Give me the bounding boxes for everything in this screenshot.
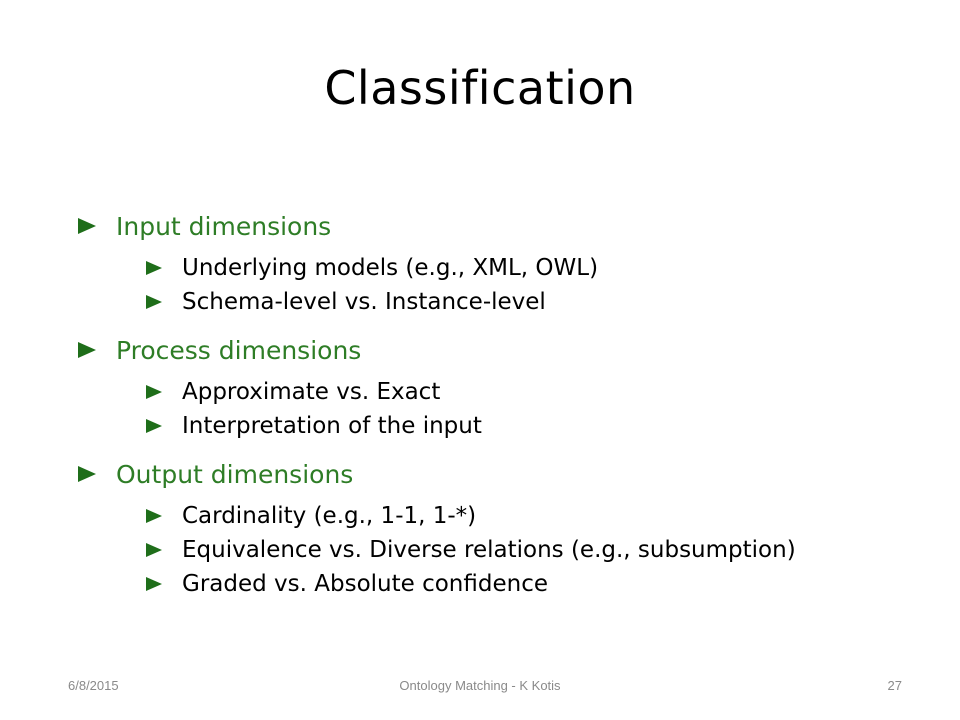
sub-bullet-list: Cardinality (e.g., 1-1, 1-*) Equivalence… bbox=[78, 499, 898, 601]
section-process-dimensions: Process dimensions Approximate vs. Exact… bbox=[78, 329, 898, 443]
section-output-dimensions: Output dimensions Cardinality (e.g., 1-1… bbox=[78, 453, 898, 601]
triangle-right-icon bbox=[78, 342, 96, 358]
bullet-item: Input dimensions bbox=[78, 205, 898, 247]
footer-title: Ontology Matching - K Kotis bbox=[399, 678, 561, 693]
bullet-heading: Output dimensions bbox=[116, 459, 354, 489]
bullet-heading: Process dimensions bbox=[116, 335, 362, 365]
sub-bullet-item: Underlying models (e.g., XML, OWL) bbox=[78, 251, 898, 285]
sub-bullet-text: Schema-level vs. Instance-level bbox=[182, 289, 546, 315]
sub-bullet-text: Underlying models (e.g., XML, OWL) bbox=[182, 255, 599, 281]
sub-bullet-item: Cardinality (e.g., 1-1, 1-*) bbox=[78, 499, 898, 533]
triangle-right-icon bbox=[146, 385, 162, 399]
sub-bullet-list: Approximate vs. Exact Interpretation of … bbox=[78, 375, 898, 443]
triangle-right-icon bbox=[78, 218, 96, 234]
sub-bullet-item: Graded vs. Absolute confidence bbox=[78, 567, 898, 601]
sub-bullet-item: Approximate vs. Exact bbox=[78, 375, 898, 409]
sub-bullet-item: Equivalence vs. Diverse relations (e.g.,… bbox=[78, 533, 898, 567]
sub-bullet-text: Interpretation of the input bbox=[182, 413, 482, 439]
sub-bullet-text: Graded vs. Absolute confidence bbox=[182, 571, 548, 597]
bullet-item: Output dimensions bbox=[78, 453, 898, 495]
triangle-right-icon bbox=[146, 543, 162, 557]
slide-title: Classification bbox=[324, 61, 636, 115]
sub-bullet-list: Underlying models (e.g., XML, OWL) Schem… bbox=[78, 251, 898, 319]
triangle-right-icon bbox=[146, 577, 162, 591]
bullet-heading: Input dimensions bbox=[116, 211, 332, 241]
section-input-dimensions: Input dimensions Underlying models (e.g.… bbox=[78, 205, 898, 319]
sub-bullet-text: Approximate vs. Exact bbox=[182, 379, 441, 405]
triangle-right-icon bbox=[146, 509, 162, 523]
bullet-list: Input dimensions Underlying models (e.g.… bbox=[78, 205, 898, 611]
triangle-right-icon bbox=[78, 466, 96, 482]
footer-date: 6/8/2015 bbox=[68, 678, 119, 693]
sub-bullet-text: Cardinality (e.g., 1-1, 1-*) bbox=[182, 503, 477, 529]
sub-bullet-item: Interpretation of the input bbox=[78, 409, 898, 443]
sub-bullet-item: Schema-level vs. Instance-level bbox=[78, 285, 898, 319]
footer-page-number: 27 bbox=[887, 678, 902, 693]
triangle-right-icon bbox=[146, 419, 162, 433]
bullet-item: Process dimensions bbox=[78, 329, 898, 371]
triangle-right-icon bbox=[146, 261, 162, 275]
sub-bullet-text: Equivalence vs. Diverse relations (e.g.,… bbox=[182, 537, 796, 563]
triangle-right-icon bbox=[146, 295, 162, 309]
